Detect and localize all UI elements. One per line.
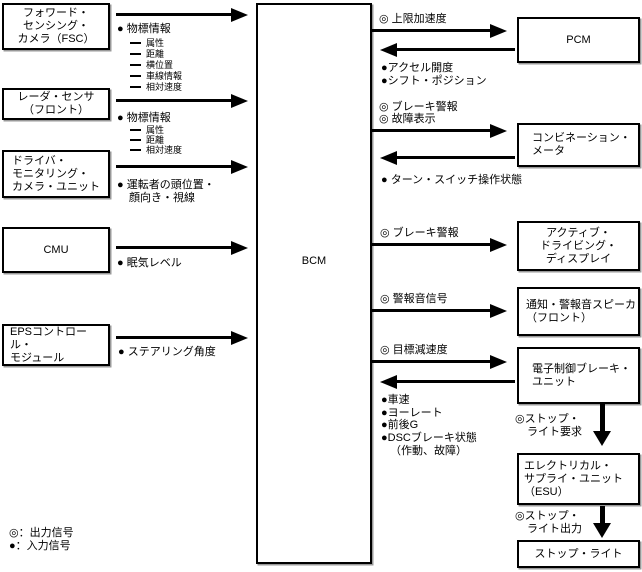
signal-label: ◎ストップ・ [515, 413, 580, 425]
signal-label: ◎ ブレーキ警報 [379, 101, 458, 113]
arrow-eps-to-bcm [116, 331, 248, 345]
node-driver-monitoring-camera-unit: ドライバ・ モニタリング・ カメラ・ユニット [2, 150, 110, 198]
node-label-line: モニタリング・ [12, 167, 89, 180]
signal-label: ライト出力 [527, 523, 582, 535]
signal-label: ●ヨーレート [381, 407, 443, 419]
signal-label: ◎ 上限加速度 [379, 13, 447, 25]
dash-marker [130, 149, 141, 151]
node-label-line: フォワード・ [23, 7, 89, 19]
node-label-line: CMU [43, 243, 69, 256]
node-bcm: BCM [256, 3, 372, 564]
node-stop-light: ストップ・ライト [517, 540, 640, 568]
node-label-line: カメラ・ユニット [12, 180, 100, 193]
signal-sub-item: 相対速度 [130, 83, 182, 92]
node-label-line: 電子制御ブレーキ・ [532, 362, 631, 375]
arrow-brake-unit-to-esu [593, 404, 612, 446]
node-label-line: ディスプレイ [545, 252, 612, 265]
signal-label: ◎ 目標減速度 [380, 344, 448, 356]
node-label-line: モジュール [10, 351, 65, 364]
node-label-line: コンビネーション・ [532, 132, 631, 144]
node-label-line: （フロント） [23, 104, 89, 116]
signal-label: ライト要求 [527, 426, 582, 438]
legend-output-signal: ◎：出力信号 [9, 527, 74, 539]
arrow-fsc-to-bcm [116, 8, 248, 22]
dash-marker [130, 75, 141, 77]
signal-sub-item: 横位置 [130, 61, 173, 70]
node-label-line: （フロント） [526, 311, 592, 324]
node-label-line: ユニット [532, 375, 576, 388]
node-label-line: ドライビング・ [540, 239, 617, 252]
node-radar-sensor-front: レーダ・センサ （フロント） [2, 88, 110, 120]
node-label-line: センシング・ [23, 20, 89, 32]
node-electric-brake-control-unit: 電子制御ブレーキ・ ユニット [517, 347, 640, 404]
node-label-line: カメラ（FSC） [17, 33, 95, 45]
node-label-line: アクティブ・ [546, 226, 611, 239]
dash-marker [130, 42, 141, 44]
signal-label: ●車速 [381, 394, 410, 406]
arrow-pcm-to-bcm [380, 43, 515, 57]
legend-input-signal: ●：入力信号 [9, 540, 71, 552]
signal-label: ●DSCブレーキ状態 [381, 432, 477, 444]
signal-sub-item: 距離 [130, 136, 164, 145]
signal-label: ◎ ブレーキ警報 [380, 227, 459, 239]
signal-sub-item: 相対速度 [130, 146, 182, 155]
node-label-line: エレクトリカル・ [524, 459, 612, 472]
node-label-line: サプライ・ユニット [524, 472, 623, 485]
arrow-esu-to-stop-light [593, 506, 612, 538]
signal-label: ●前後G [381, 419, 419, 431]
signal-label: ● ステアリング角度 [118, 346, 216, 358]
node-label-line: （ESU） [524, 485, 569, 498]
signal-label: ● 物標情報 [117, 23, 171, 35]
arrow-driver-camera-to-bcm [116, 160, 248, 174]
signal-label: ●アクセル開度 [381, 62, 454, 74]
signal-sub-item: 車線情報 [130, 72, 182, 81]
node-label-line: EPSコントロール・ [10, 325, 88, 351]
node-label-line: ドライバ・ [12, 154, 67, 167]
node-label-line: ストップ・ライト [534, 547, 623, 560]
node-active-driving-display: アクティブ・ ドライビング・ ディスプレイ [517, 221, 640, 271]
dash-marker [130, 139, 141, 141]
signal-sub-item: 属性 [130, 126, 164, 135]
node-pcm: PCM [517, 17, 640, 63]
arrow-bcm-to-pcm [372, 24, 507, 38]
signal-label: ● ターン・スイッチ操作状態 [381, 174, 523, 186]
node-label-line: レーダ・センサ [17, 91, 95, 103]
signal-sub-item: 属性 [130, 39, 164, 48]
dash-marker [130, 64, 141, 66]
signal-label: ● 物標情報 [117, 112, 171, 124]
node-cmu: CMU [2, 227, 110, 273]
signal-label: ● 運転者の頭位置・ [117, 179, 215, 191]
signal-label: ● 眠気レベル [117, 257, 182, 269]
node-forward-sensing-camera: フォワード・ センシング・ カメラ（FSC） [2, 3, 110, 50]
signal-label: ◎ストップ・ [515, 510, 580, 522]
node-label-line: BCM [301, 255, 327, 267]
signal-sub-item: 距離 [130, 50, 164, 59]
signal-label: ◎ 警報音信号 [380, 293, 448, 305]
node-notification-warning-speaker-front: 通知・警報音スピーカ （フロント） [517, 287, 640, 336]
dash-marker [130, 86, 141, 88]
dash-marker [130, 129, 141, 131]
node-electrical-supply-unit: エレクトリカル・ サプライ・ユニット （ESU） [517, 453, 640, 505]
arrow-radar-to-bcm [116, 94, 248, 108]
node-label-line: 通知・警報音スピーカ [526, 298, 636, 311]
node-eps-control-module: EPSコントロール・ モジュール [2, 324, 110, 366]
signal-label: ◎ 故障表示 [379, 113, 436, 125]
arrow-bcm-to-combination-meter [372, 124, 507, 138]
arrow-bcm-to-brake-unit [372, 355, 507, 369]
node-combination-meter: コンビネーション・ メータ [517, 123, 640, 167]
arrow-cmu-to-bcm [116, 241, 248, 255]
arrow-combination-meter-to-bcm [380, 151, 515, 165]
arrow-bcm-to-speaker [372, 304, 507, 318]
node-label-line: PCM [566, 33, 591, 46]
signal-label: ●シフト・ポジション [381, 75, 487, 87]
arrow-brake-unit-to-bcm [380, 375, 515, 389]
node-label-line: メータ [532, 145, 565, 157]
signal-label: （作動、故障） [390, 445, 467, 457]
signal-label: 顔向き・視線 [129, 192, 195, 204]
dash-marker [130, 53, 141, 55]
arrow-bcm-to-active-driving-display [372, 238, 507, 252]
